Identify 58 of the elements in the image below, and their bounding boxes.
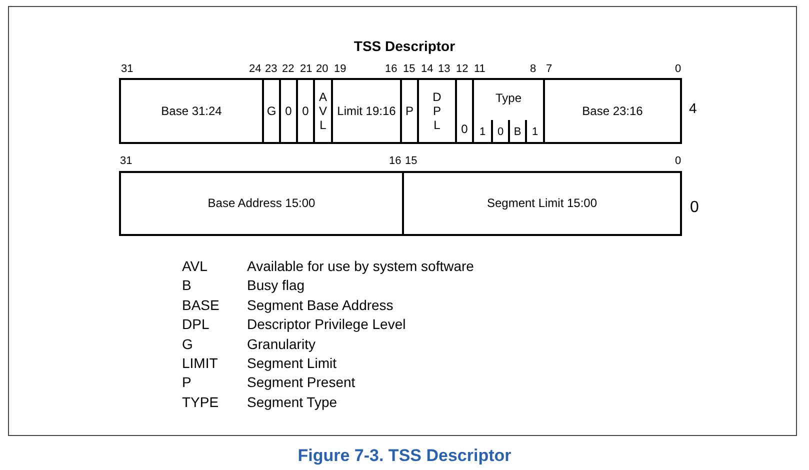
legend-abbreviation: G bbox=[182, 336, 193, 352]
legend-abbreviation: TYPE bbox=[182, 394, 219, 410]
bit-field: Base Address 15:00 bbox=[119, 171, 404, 236]
bit-field: P bbox=[400, 78, 419, 144]
bit-field: Base 31:24 bbox=[119, 78, 264, 144]
legend-abbreviation: DPL bbox=[182, 316, 210, 332]
bit-value: 1 bbox=[525, 120, 543, 144]
bit-field: G bbox=[262, 78, 281, 144]
bit-number: 16 bbox=[385, 63, 398, 75]
bit-field: 0 bbox=[296, 78, 315, 144]
bit-number: 15 bbox=[403, 63, 416, 75]
bit-number: 31 bbox=[120, 155, 132, 167]
legend-abbreviation: P bbox=[182, 374, 192, 390]
bit-value: 0 bbox=[491, 120, 508, 144]
bit-number: 11 bbox=[474, 63, 486, 75]
legend-description: Segment Type bbox=[247, 394, 338, 410]
bit-number: 12 bbox=[456, 63, 468, 75]
bit-number: 21 bbox=[300, 63, 312, 75]
bit-value: 1 bbox=[474, 120, 491, 144]
bit-number: 13 bbox=[438, 63, 450, 75]
legend-abbreviation: B bbox=[182, 277, 192, 294]
legend-description: Segment Present bbox=[247, 374, 356, 390]
legend-description: Available for use by system software bbox=[247, 258, 474, 274]
legend-abbreviation: BASE bbox=[182, 296, 220, 313]
bit-number: 31 bbox=[121, 63, 134, 75]
bit-value: B bbox=[508, 120, 525, 144]
figure-caption: Figure 7-3. TSS Descriptor bbox=[296, 446, 512, 466]
legend-abbreviation: AVL bbox=[182, 258, 208, 274]
legend-description: Segment Limit bbox=[247, 355, 336, 371]
bit-field: 0 bbox=[455, 78, 474, 144]
bit-field: A V L bbox=[313, 78, 333, 144]
legend-description: Granularity bbox=[247, 336, 316, 352]
bit-number: 22 bbox=[282, 63, 294, 75]
byte-offset: 4 bbox=[689, 100, 697, 116]
bit-number: 24 bbox=[249, 63, 262, 75]
bit-field: Segment Limit 15:00 bbox=[402, 171, 682, 236]
bit-number: 14 bbox=[421, 63, 434, 75]
bit-number: 16 bbox=[389, 155, 402, 167]
bit-number: 15 bbox=[405, 155, 418, 167]
legend-abbreviation: LIMIT bbox=[182, 355, 218, 371]
field-label: Type bbox=[494, 92, 522, 105]
bit-number: 20 bbox=[316, 63, 328, 75]
bit-field: 0 bbox=[279, 78, 298, 144]
bit-number: 0 bbox=[675, 63, 682, 75]
bit-number: 19 bbox=[334, 63, 346, 75]
legend-description: Busy flag bbox=[247, 277, 305, 294]
bit-field: Limit 19:16 bbox=[331, 78, 402, 144]
bit-number: 0 bbox=[675, 155, 682, 167]
legend-description: Segment Base Address bbox=[247, 296, 394, 313]
diagram-title: TSS Descriptor bbox=[352, 38, 456, 54]
bit-field: Base 23:16 bbox=[543, 78, 682, 144]
byte-offset: 0 bbox=[690, 199, 699, 217]
bit-field: D P L bbox=[417, 78, 457, 144]
legend-description: Descriptor Privilege Level bbox=[247, 316, 406, 332]
bit-field bbox=[472, 78, 545, 144]
bit-number: 7 bbox=[546, 63, 552, 75]
bit-number: 8 bbox=[530, 63, 536, 75]
bit-number: 23 bbox=[265, 63, 278, 75]
